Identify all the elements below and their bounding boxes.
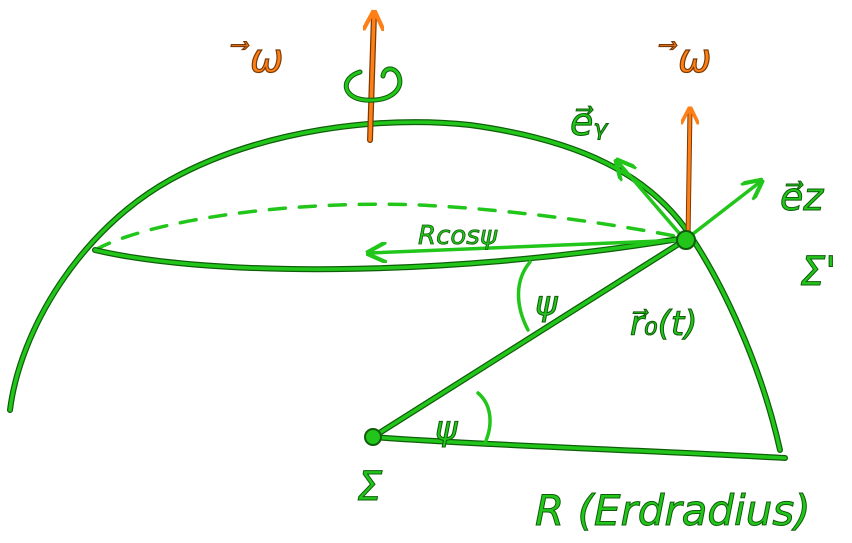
r0t-label: r⃗₀(t) [630,304,697,344]
psi-inner-label: ψ [535,284,558,324]
rcos-psi-arrow [370,238,687,253]
e-y-label: e⃗ᵧ [570,100,609,144]
angle-arc-inner [516,260,532,332]
angle-arc-base [476,391,492,445]
sigma-origin-point [364,428,382,446]
sigma-prime-origin-point [676,230,696,250]
rcos-psi-label: Rcosψ [418,221,498,251]
earth-radius-label: R (Erdradius) [535,486,811,535]
e-z-label: e⃗z [780,175,824,219]
e-y-vector [618,162,687,242]
sigma-label: Σ [357,464,383,510]
earth-outline-arc [7,119,783,453]
e-z-vector [683,182,760,242]
omega-local-label: ⃗ω [659,36,712,82]
sigma-prime-label: Σ' [800,249,836,295]
latitude-circle-back [93,202,687,252]
psi-base-label: ψ [435,409,458,449]
omega-axis-label: ⃗ω [231,36,284,82]
